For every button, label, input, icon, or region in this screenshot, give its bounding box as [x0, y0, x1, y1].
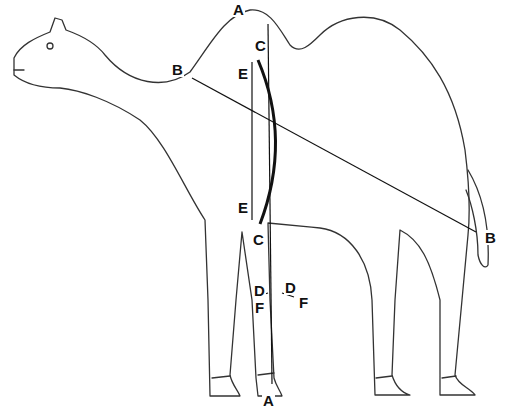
measure-label: E	[237, 200, 249, 215]
measure-label: F	[254, 300, 265, 315]
measure-label: C	[254, 38, 267, 53]
measure-label: A	[262, 393, 275, 408]
measure-label: F	[298, 295, 309, 310]
measure-label: C	[252, 232, 265, 247]
chest-girth-arc	[258, 60, 276, 224]
camel-outline	[14, 10, 475, 396]
measure-label: D	[284, 280, 297, 295]
camel-eye	[47, 43, 53, 49]
hoof-line	[212, 373, 456, 378]
chest-depth-line	[251, 62, 252, 220]
measure-label: B	[171, 62, 184, 77]
height-line	[268, 24, 272, 384]
measure-label: E	[237, 66, 249, 81]
measure-label: A	[232, 2, 245, 17]
measure-label: D	[253, 283, 266, 298]
measure-label: B	[484, 230, 497, 245]
camel-tail	[466, 170, 488, 267]
camel-mouth	[14, 69, 24, 70]
body-length-line	[192, 78, 476, 232]
